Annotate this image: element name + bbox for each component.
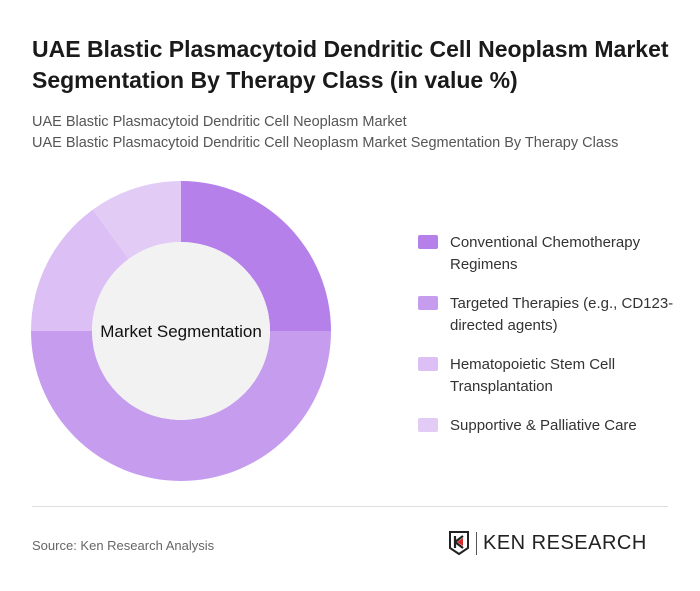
donut-slice-3 [31,209,129,331]
donut-center [92,242,270,420]
legend-swatch [418,357,438,371]
divider [32,506,668,507]
chart-title: UAE Blastic Plasmacytoid Dendritic Cell … [32,36,669,93]
donut-slice-1 [181,181,331,331]
legend-item: Hematopoietic Stem Cell Transplantation [418,354,678,398]
subtitle-2: UAE Blastic Plasmacytoid Dendritic Cell … [32,135,619,151]
subtitle-1: UAE Blastic Plasmacytoid Dendritic Cell … [32,114,407,130]
legend-label: Supportive & Palliative Care [450,417,637,434]
legend-item: Supportive & Palliative Care [418,415,678,437]
legend-swatch [418,418,438,432]
donut-chart: Market Segmentation [31,181,331,481]
donut-slice-2 [31,331,331,481]
legend-swatch [418,296,438,310]
legend-label: Targeted Therapies (e.g., CD123-directed… [450,295,674,334]
ken-research-logo: KEN RESEARCH [448,530,647,556]
ken-logo-icon [449,531,469,556]
legend-label: Conventional Chemotherapy Regimens [450,234,641,273]
source-note: Source: Ken Research Analysis [32,538,215,553]
legend-item: Conventional Chemotherapy Regimens [418,232,678,276]
legend-label: Hematopoietic Stem Cell Transplantation [450,356,616,395]
center-label: Market Segmentation [100,322,262,341]
donut-slice-4 [92,181,181,259]
legend-swatch [418,235,438,249]
legend-item: Targeted Therapies (e.g., CD123-directed… [418,293,678,337]
